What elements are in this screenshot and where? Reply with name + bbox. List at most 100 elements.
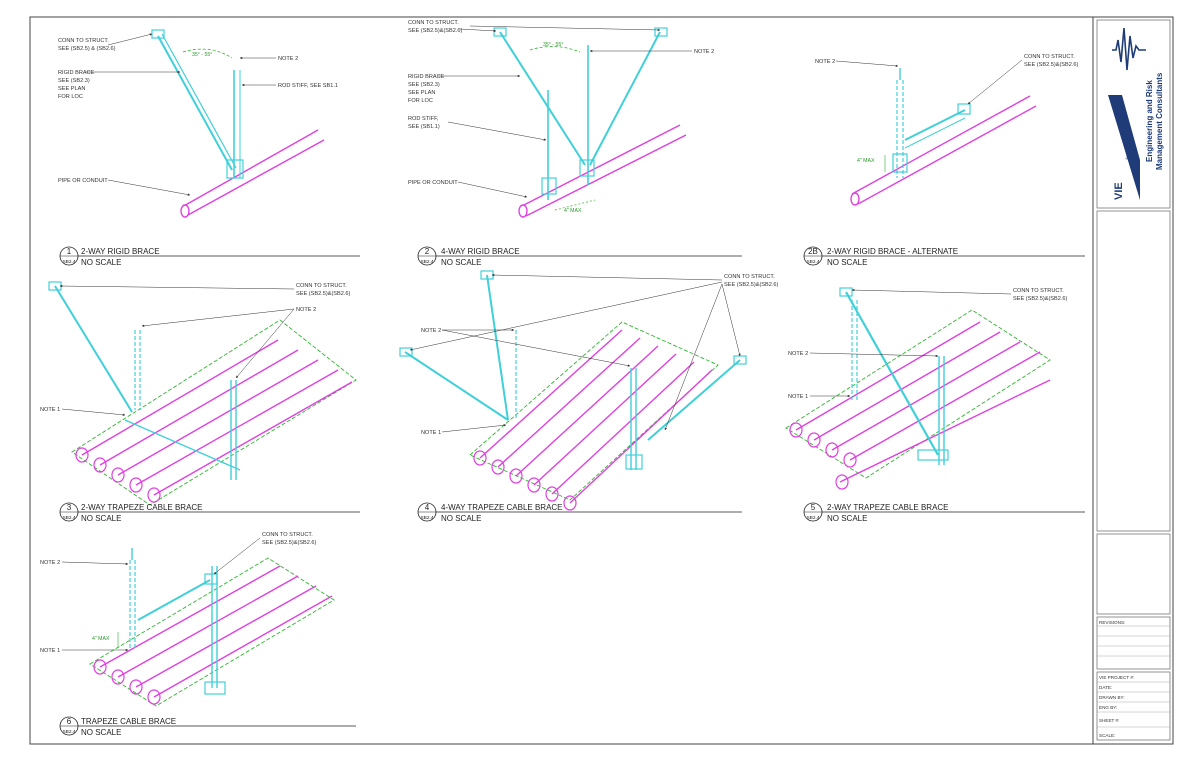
detail-1-drawing (151, 29, 325, 218)
detail-3-conn-ref: SEE (SB2.5)&(SB2.6) (296, 291, 351, 297)
sheet-border (29, 16, 1174, 745)
detail-5-title: 2-WAY TRAPEZE CABLE BRACE (827, 503, 949, 512)
company-logo: VIE Inc. Engineering and Risk Management… (1108, 27, 1164, 200)
detail-1-scale: NO SCALE (81, 258, 121, 267)
detail-2-drawing (493, 27, 687, 218)
company-name-line1: Engineering and Risk (1145, 80, 1154, 162)
detail-4-sheet-ref: SB2.4 (420, 515, 433, 521)
detail-6: CONN TO STRUCT. SEE (SB2.5)&(SB2.6) NOTE… (40, 532, 356, 737)
detail-5-note1: NOTE 1 (788, 394, 808, 400)
detail-6-note1: NOTE 1 (40, 648, 60, 654)
detail-2-scale: NO SCALE (441, 258, 481, 267)
detail-2-conn-ref: SEE (SB2.5)&(SB2.6) (408, 28, 463, 34)
detail-2b-conn-label: CONN TO STRUCT. (1024, 54, 1075, 60)
detail-6-title: TRAPEZE CABLE BRACE (81, 717, 176, 726)
detail-2b-number: 2B (808, 247, 818, 256)
detail-4-drawing (399, 270, 747, 511)
detail-5-note2: NOTE 2 (788, 351, 808, 357)
detail-2-pipe-label: PIPE OR CONDUIT (408, 180, 458, 186)
detail-4: CONN TO STRUCT. SEE (SB2.5)&(SB2.6) NOTE… (399, 270, 779, 523)
detail-2b-drawing (850, 68, 1037, 206)
detail-5-scale: NO SCALE (827, 514, 867, 523)
detail-3-number: 3 (67, 503, 72, 512)
detail-2-brace-loc: FOR LOC (408, 98, 433, 104)
seismic-wave-icon (1112, 27, 1146, 71)
tb-field-date: DATE: (1099, 685, 1112, 690)
detail-1-sheet-ref: SB2.4 (62, 259, 75, 265)
detail-1-conn-ref: SEE (SB2.5) & (SB2.6) (58, 46, 116, 52)
detail-3-title: 2-WAY TRAPEZE CABLE BRACE (81, 503, 203, 512)
detail-2b-note2: NOTE 2 (815, 59, 835, 65)
detail-1-title: 2-WAY RIGID BRACE (81, 247, 160, 256)
detail-4-note1: NOTE 1 (421, 430, 441, 436)
detail-5-conn-ref: SEE (SB2.5)&(SB2.6) (1013, 296, 1068, 302)
company-name-line2: Management Consultants (1155, 72, 1164, 170)
detail-5-number: 5 (811, 503, 816, 512)
detail-3: CONN TO STRUCT. SEE (SB2.5)&(SB2.6) NOTE… (40, 281, 360, 523)
detail-4-conn-ref: SEE (SB2.5)&(SB2.6) (724, 282, 779, 288)
revisions-label: REVISIONS: (1099, 620, 1125, 625)
detail-6-conn-ref: SEE (SB2.5)&(SB2.6) (262, 540, 317, 546)
title-block: VIE Inc. Engineering and Risk Management… (1096, 19, 1171, 741)
detail-2-brace-plan: SEE PLAN (408, 90, 435, 96)
tb-field-scale: SCALE: (1099, 733, 1115, 738)
detail-2: CONN TO STRUCT. SEE (SB2.5)&(SB2.6) RIGI… (408, 20, 742, 267)
detail-3-scale: NO SCALE (81, 514, 121, 523)
detail-1-brace-label: RIGID BRACE (58, 70, 95, 76)
detail-1-conn-label: CONN TO STRUCT. (58, 38, 109, 44)
detail-6-conn-label: CONN TO STRUCT. (262, 532, 313, 538)
detail-1-pipe-label: PIPE OR CONDUIT (58, 178, 108, 184)
detail-6-note2: NOTE 2 (40, 560, 60, 566)
logo-text: VIE (1113, 182, 1125, 200)
detail-2b-title: 2-WAY RIGID BRACE - ALTERNATE (827, 247, 958, 256)
detail-3-sheet-ref: SB2.4 (62, 515, 75, 521)
detail-4-title: 4-WAY TRAPEZE CABLE BRACE (441, 503, 563, 512)
detail-4-scale: NO SCALE (441, 514, 481, 523)
detail-2-sheet-ref: SB2.4 (420, 259, 433, 265)
detail-2-angle: 35° - 55° (543, 42, 563, 48)
detail-2b-max: 4" MAX (857, 158, 875, 164)
detail-6-number: 6 (67, 717, 72, 726)
detail-2b-scale: NO SCALE (827, 258, 867, 267)
detail-2b: NOTE 2 CONN TO STRUCT. SEE (SB2.5)&(SB2.… (803, 54, 1085, 267)
detail-4-conn-label: CONN TO STRUCT. (724, 274, 775, 280)
detail-1-brace-loc: FOR LOC (58, 94, 83, 100)
detail-2-rod-label: ROD STIFF, (408, 116, 439, 122)
detail-2-conn-label: CONN TO STRUCT. (408, 20, 459, 26)
detail-2-title: 4-WAY RIGID BRACE (441, 247, 520, 256)
detail-2-brace-ref: SEE (SB2.3) (408, 82, 440, 88)
detail-1-brace-ref: SEE (SB2.3) (58, 78, 90, 84)
detail-4-note2: NOTE 2 (421, 328, 441, 334)
detail-1-rod-label: ROD STIFF, SEE SB1.1 (278, 83, 338, 89)
tb-field-drawn-by: DRAWN BY: (1099, 695, 1125, 700)
tb-field-sheet: SHEET #: (1099, 718, 1119, 723)
tb-field-project: VIE PROJECT #: (1099, 675, 1134, 680)
detail-2b-sheet-ref: SB2.4 (806, 259, 819, 265)
detail-1-note2: NOTE 2 (278, 56, 298, 62)
detail-5-sheet-ref: SB2.4 (806, 515, 819, 521)
detail-1-number: 1 (67, 247, 72, 256)
detail-3-note2: NOTE 2 (296, 307, 316, 313)
detail-2-note2: NOTE 2 (694, 49, 714, 55)
detail-5-conn-label: CONN TO STRUCT. (1013, 288, 1064, 294)
detail-5: CONN TO STRUCT. SEE (SB2.5)&(SB2.6) NOTE… (785, 287, 1085, 523)
detail-6-max: 4" MAX (92, 636, 110, 642)
detail-2-brace-label: RIGID BRACE (408, 74, 445, 80)
detail-6-sheet-ref: SB2.4 (62, 729, 75, 735)
detail-6-drawing (89, 548, 335, 707)
tb-field-eng-by: ENG BY: (1099, 705, 1117, 710)
detail-2-max: 4" MAX (564, 208, 582, 214)
detail-3-note1: NOTE 1 (40, 407, 60, 413)
detail-2-rod-ref: SEE (SB1.1) (408, 124, 440, 130)
logo-suffix: Inc. (1126, 150, 1132, 160)
detail-1-angle: 35° - 55° (192, 52, 212, 58)
detail-3-conn-label: CONN TO STRUCT. (296, 283, 347, 289)
detail-1: CONN TO STRUCT. SEE (SB2.5) & (SB2.6) RI… (58, 29, 360, 267)
detail-6-scale: NO SCALE (81, 728, 121, 737)
detail-2b-conn-ref: SEE (SB2.5)&(SB2.6) (1024, 62, 1079, 68)
detail-1-brace-plan: SEE PLAN (58, 86, 85, 92)
detail-4-number: 4 (425, 503, 430, 512)
detail-3-drawing (48, 281, 357, 506)
detail-5-drawing (785, 287, 1051, 490)
